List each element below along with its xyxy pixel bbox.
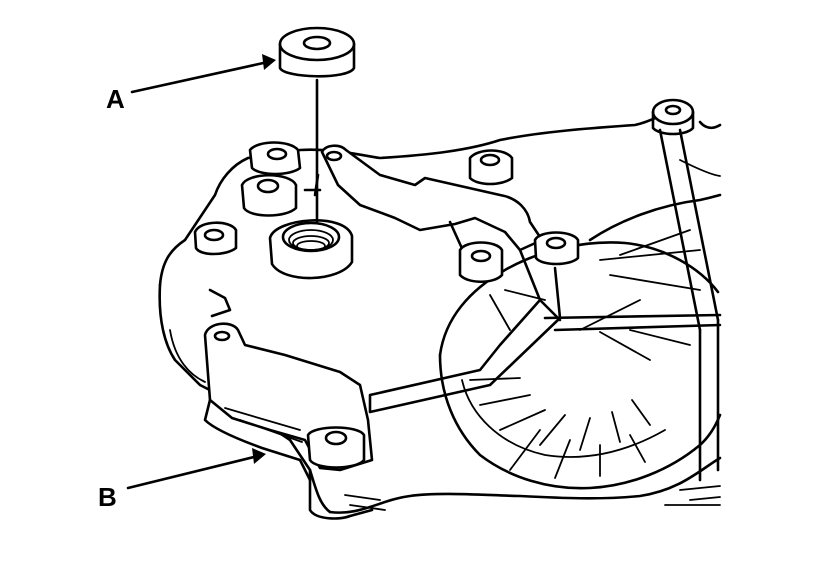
callout-label-b: B [98,482,117,512]
bolt-bosses [193,141,514,256]
support-rods [651,98,720,482]
center-right-boss [458,231,580,284]
seal-part-a [278,26,356,224]
callout-arrow-a [130,54,276,94]
clutch-drum [438,241,722,490]
shift-rod [368,248,722,414]
callout-arrow-b [126,448,266,490]
callout-label-a: A [106,84,125,114]
upper-gear [588,159,722,291]
lower-bracket [203,288,386,520]
housing-cover [158,110,722,514]
edge-marks [664,485,721,506]
threaded-boss [268,219,354,280]
